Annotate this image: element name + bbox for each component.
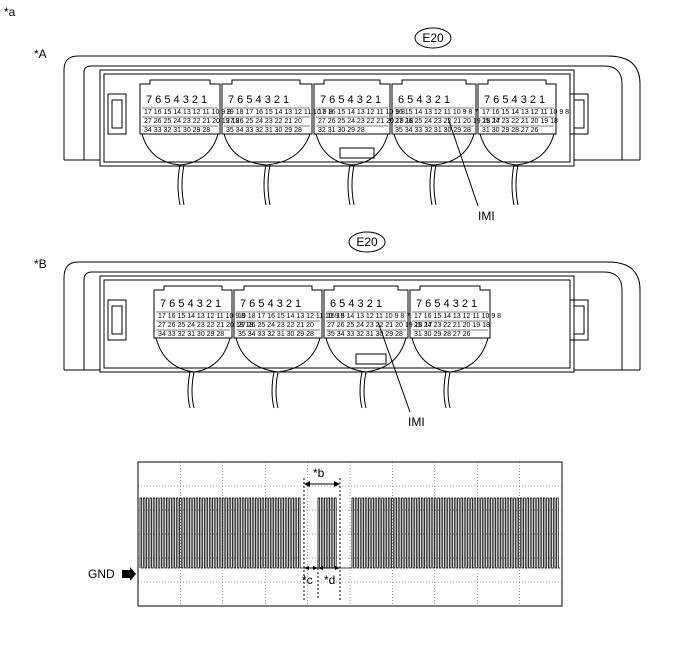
view-a-block-3-row-2: 17 16 15 14 13 12 11 10 9 8 xyxy=(318,109,405,116)
view-a-housing xyxy=(63,55,641,167)
view-a-block-3-row-1: 7 6 5 4 3 2 1 xyxy=(320,94,381,106)
view-b-block-2-row-1: 7 6 5 4 3 2 1 xyxy=(240,298,301,310)
view-a-block-3-row-4: 32 31 30 29 28 xyxy=(318,127,365,134)
view-a: *A E20 7 6 5 4 3 2 1 xyxy=(34,27,641,223)
view-b-connector-id: E20 xyxy=(356,235,378,249)
view-b-block-1-row-2: 17 16 15 14 13 12 11 10 9 8 xyxy=(158,313,245,320)
view-a-block-4-row-4: 35 34 33 32 31 30 29 28 xyxy=(395,127,471,134)
view-a-block-4-row-3: 27 26 25 24 23 22 21 20 19 18 17 xyxy=(395,118,500,125)
view-a-block-2-row-2: 19 18 17 16 15 14 13 12 11 10 9 8 xyxy=(226,109,333,116)
waveform-panel: GND *b *c *d xyxy=(88,461,563,607)
view-a-block-5-row-1: 7 6 5 4 3 2 1 xyxy=(484,94,545,106)
view-b-connector-id-oval xyxy=(348,231,386,253)
view-b-block-4-row-1: 7 6 5 4 3 2 1 xyxy=(416,298,477,310)
view-a-block-2-row-1: 7 6 5 4 3 2 1 xyxy=(228,94,289,106)
view-b-block-1: 7 6 5 4 3 2 1 17 16 15 14 13 12 11 10 9 … xyxy=(153,285,253,373)
view-a-block-3: 7 6 5 4 3 2 1 17 16 15 14 13 12 11 10 9 … xyxy=(313,79,413,166)
view-b-housing xyxy=(63,261,641,373)
view-a-block-1-row-1: 7 6 5 4 3 2 1 xyxy=(146,94,207,106)
view-b-block-2-row-2: 19 18 17 16 15 14 13 12 11 10 9 8 xyxy=(238,313,345,320)
view-b-pin-blocks: 7 6 5 4 3 2 1 17 16 15 14 13 12 11 10 9 … xyxy=(153,285,501,373)
view-b-block-4-row-2: 17 16 15 14 13 12 11 10 9 8 xyxy=(414,313,501,320)
view-b-block-1-row-3: 27 26 25 24 23 22 21 20 19 18 xyxy=(158,322,253,329)
view-b-block-3-row-2: 16 15 14 13 12 11 10 9 8 7 xyxy=(327,313,410,320)
view-b-imi-leader xyxy=(377,321,411,413)
view-a-block-2: 7 6 5 4 3 2 1 19 18 17 16 15 14 13 12 11… xyxy=(221,79,333,166)
view-b-label: *B xyxy=(34,257,47,271)
view-a-imi-leader xyxy=(447,117,479,207)
dim-cd-arrows-icon xyxy=(304,566,340,570)
view-b-block-4-row-3: 25 24 23 22 21 20 19 18 xyxy=(414,322,490,329)
view-b-block-2-row-3: 27 26 25 24 23 22 21 20 xyxy=(238,322,314,329)
view-a-block-1: 7 6 5 4 3 2 1 17 16 15 14 13 12 11 10 9 … xyxy=(139,79,239,166)
waveform-pulses xyxy=(139,497,560,569)
view-a-block-2-row-3: 27 26 25 24 23 22 21 20 xyxy=(226,118,302,125)
waveform-grid xyxy=(138,462,562,606)
dim-d-label: *d xyxy=(324,573,335,587)
view-b-block-3-row-4: 35 34 33 32 31 30 29 28 xyxy=(327,331,403,338)
dim-b-label: *b xyxy=(313,466,325,480)
view-a-block-5-row-4: 31 30 29 28 27 26 xyxy=(482,127,539,134)
view-a-pin-blocks: 7 6 5 4 3 2 1 17 16 15 14 13 12 11 10 9 … xyxy=(139,79,569,166)
view-b-block-2-row-4: 35 34 33 32 31 30 29 28 xyxy=(238,331,314,338)
view-b: *B E20 7 6 5 4 3 2 1 17 16 15 14 13 xyxy=(34,231,641,429)
view-a-block-2-row-4: 35 34 33 32 31 30 29 28 xyxy=(226,127,302,134)
view-a-block-5-row-3: 25 24 23 22 21 20 19 18 xyxy=(482,118,558,125)
view-a-wire-bundles xyxy=(177,164,519,206)
dim-c-label: *c xyxy=(302,573,313,587)
view-a-imi-label: IMI xyxy=(478,209,495,223)
pulse-train xyxy=(139,497,560,569)
view-a-block-1-row-4: 34 33 32 31 30 29 28 xyxy=(144,127,210,134)
figure-label: *a xyxy=(4,5,16,19)
view-a-block-4-row-2: 16 15 14 13 12 11 10 9 8 7 xyxy=(395,109,478,116)
view-b-block-3-row-1: 6 5 4 3 2 1 xyxy=(330,298,382,310)
view-a-block-4: 6 5 4 3 2 1 16 15 14 13 12 11 10 9 8 7 2… xyxy=(391,79,500,166)
view-a-connector-id-oval xyxy=(414,27,452,49)
view-b-block-2: 7 6 5 4 3 2 1 19 18 17 16 15 14 13 12 11… xyxy=(233,285,345,373)
view-b-block-4: 7 6 5 4 3 2 1 17 16 15 14 13 12 11 10 9 … xyxy=(409,285,501,373)
view-a-label: *A xyxy=(34,47,47,61)
view-a-block-5: 7 6 5 4 3 2 1 17 16 15 14 13 12 11 10 9 … xyxy=(477,79,569,166)
view-b-block-4-row-4: 31 30 29 28 27 26 xyxy=(414,331,471,338)
view-a-block-4-row-1: 6 5 4 3 2 1 xyxy=(398,94,450,106)
view-a-block-3-row-3: 27 26 25 24 23 22 21 20 19 18 xyxy=(318,118,413,125)
view-b-wire-bundles xyxy=(187,371,451,409)
ground-arrow-icon xyxy=(122,567,136,581)
view-b-imi-label: IMI xyxy=(408,415,425,429)
view-a-block-5-row-2: 17 16 15 14 13 12 11 10 9 8 xyxy=(482,109,569,116)
ground-label: GND xyxy=(88,567,115,581)
view-b-block-1-row-1: 7 6 5 4 3 2 1 xyxy=(160,298,221,310)
view-b-block-1-row-4: 34 33 32 31 30 29 28 xyxy=(158,331,224,338)
view-a-block-1-row-2: 17 16 15 14 13 12 11 10 9 8 xyxy=(144,109,231,116)
view-a-connector-id: E20 xyxy=(422,31,444,45)
view-a-block-1-row-3: 27 26 25 24 23 22 21 20 19 18 xyxy=(144,118,239,125)
